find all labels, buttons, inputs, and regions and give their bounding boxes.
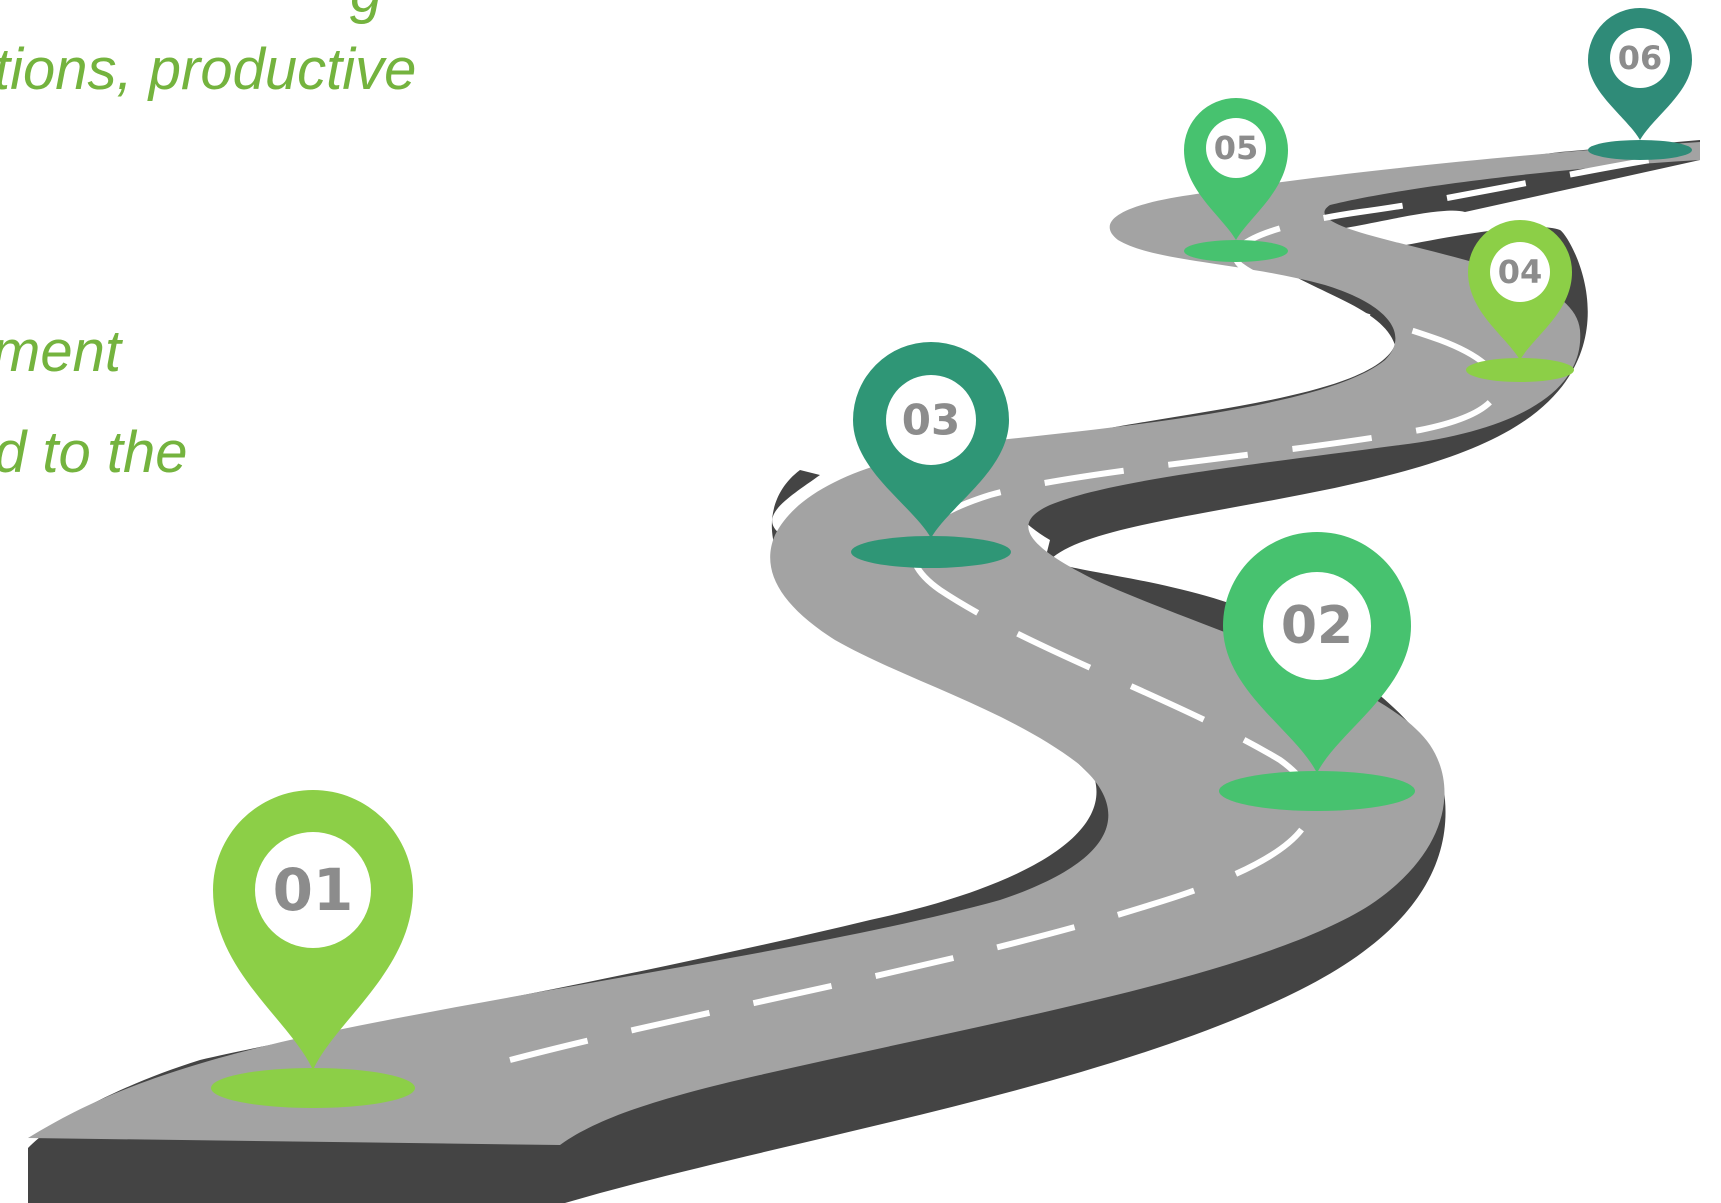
text-fragment: d to the: [0, 420, 188, 485]
text-fragment: ment: [0, 319, 121, 384]
milestone-label: 04: [1498, 253, 1543, 291]
milestone-pin-04: 04: [1466, 220, 1574, 382]
text-fragment: g: [350, 0, 382, 22]
milestone-label: 01: [273, 856, 354, 924]
milestone-label: 02: [1281, 596, 1353, 656]
road-surface: [28, 142, 1700, 1145]
milestone-pin-05: 05: [1184, 98, 1288, 262]
milestone-pin-06: 06: [1588, 8, 1692, 160]
milestone-pin-01: 01: [211, 790, 415, 1108]
milestone-pin-03: 03: [851, 342, 1011, 568]
text-fragment: tions, productive: [0, 37, 417, 102]
milestone-pin-02: 02: [1219, 532, 1415, 811]
milestone-label: 06: [1618, 39, 1663, 77]
milestone-label: 05: [1214, 129, 1259, 167]
milestone-label: 03: [902, 396, 960, 445]
